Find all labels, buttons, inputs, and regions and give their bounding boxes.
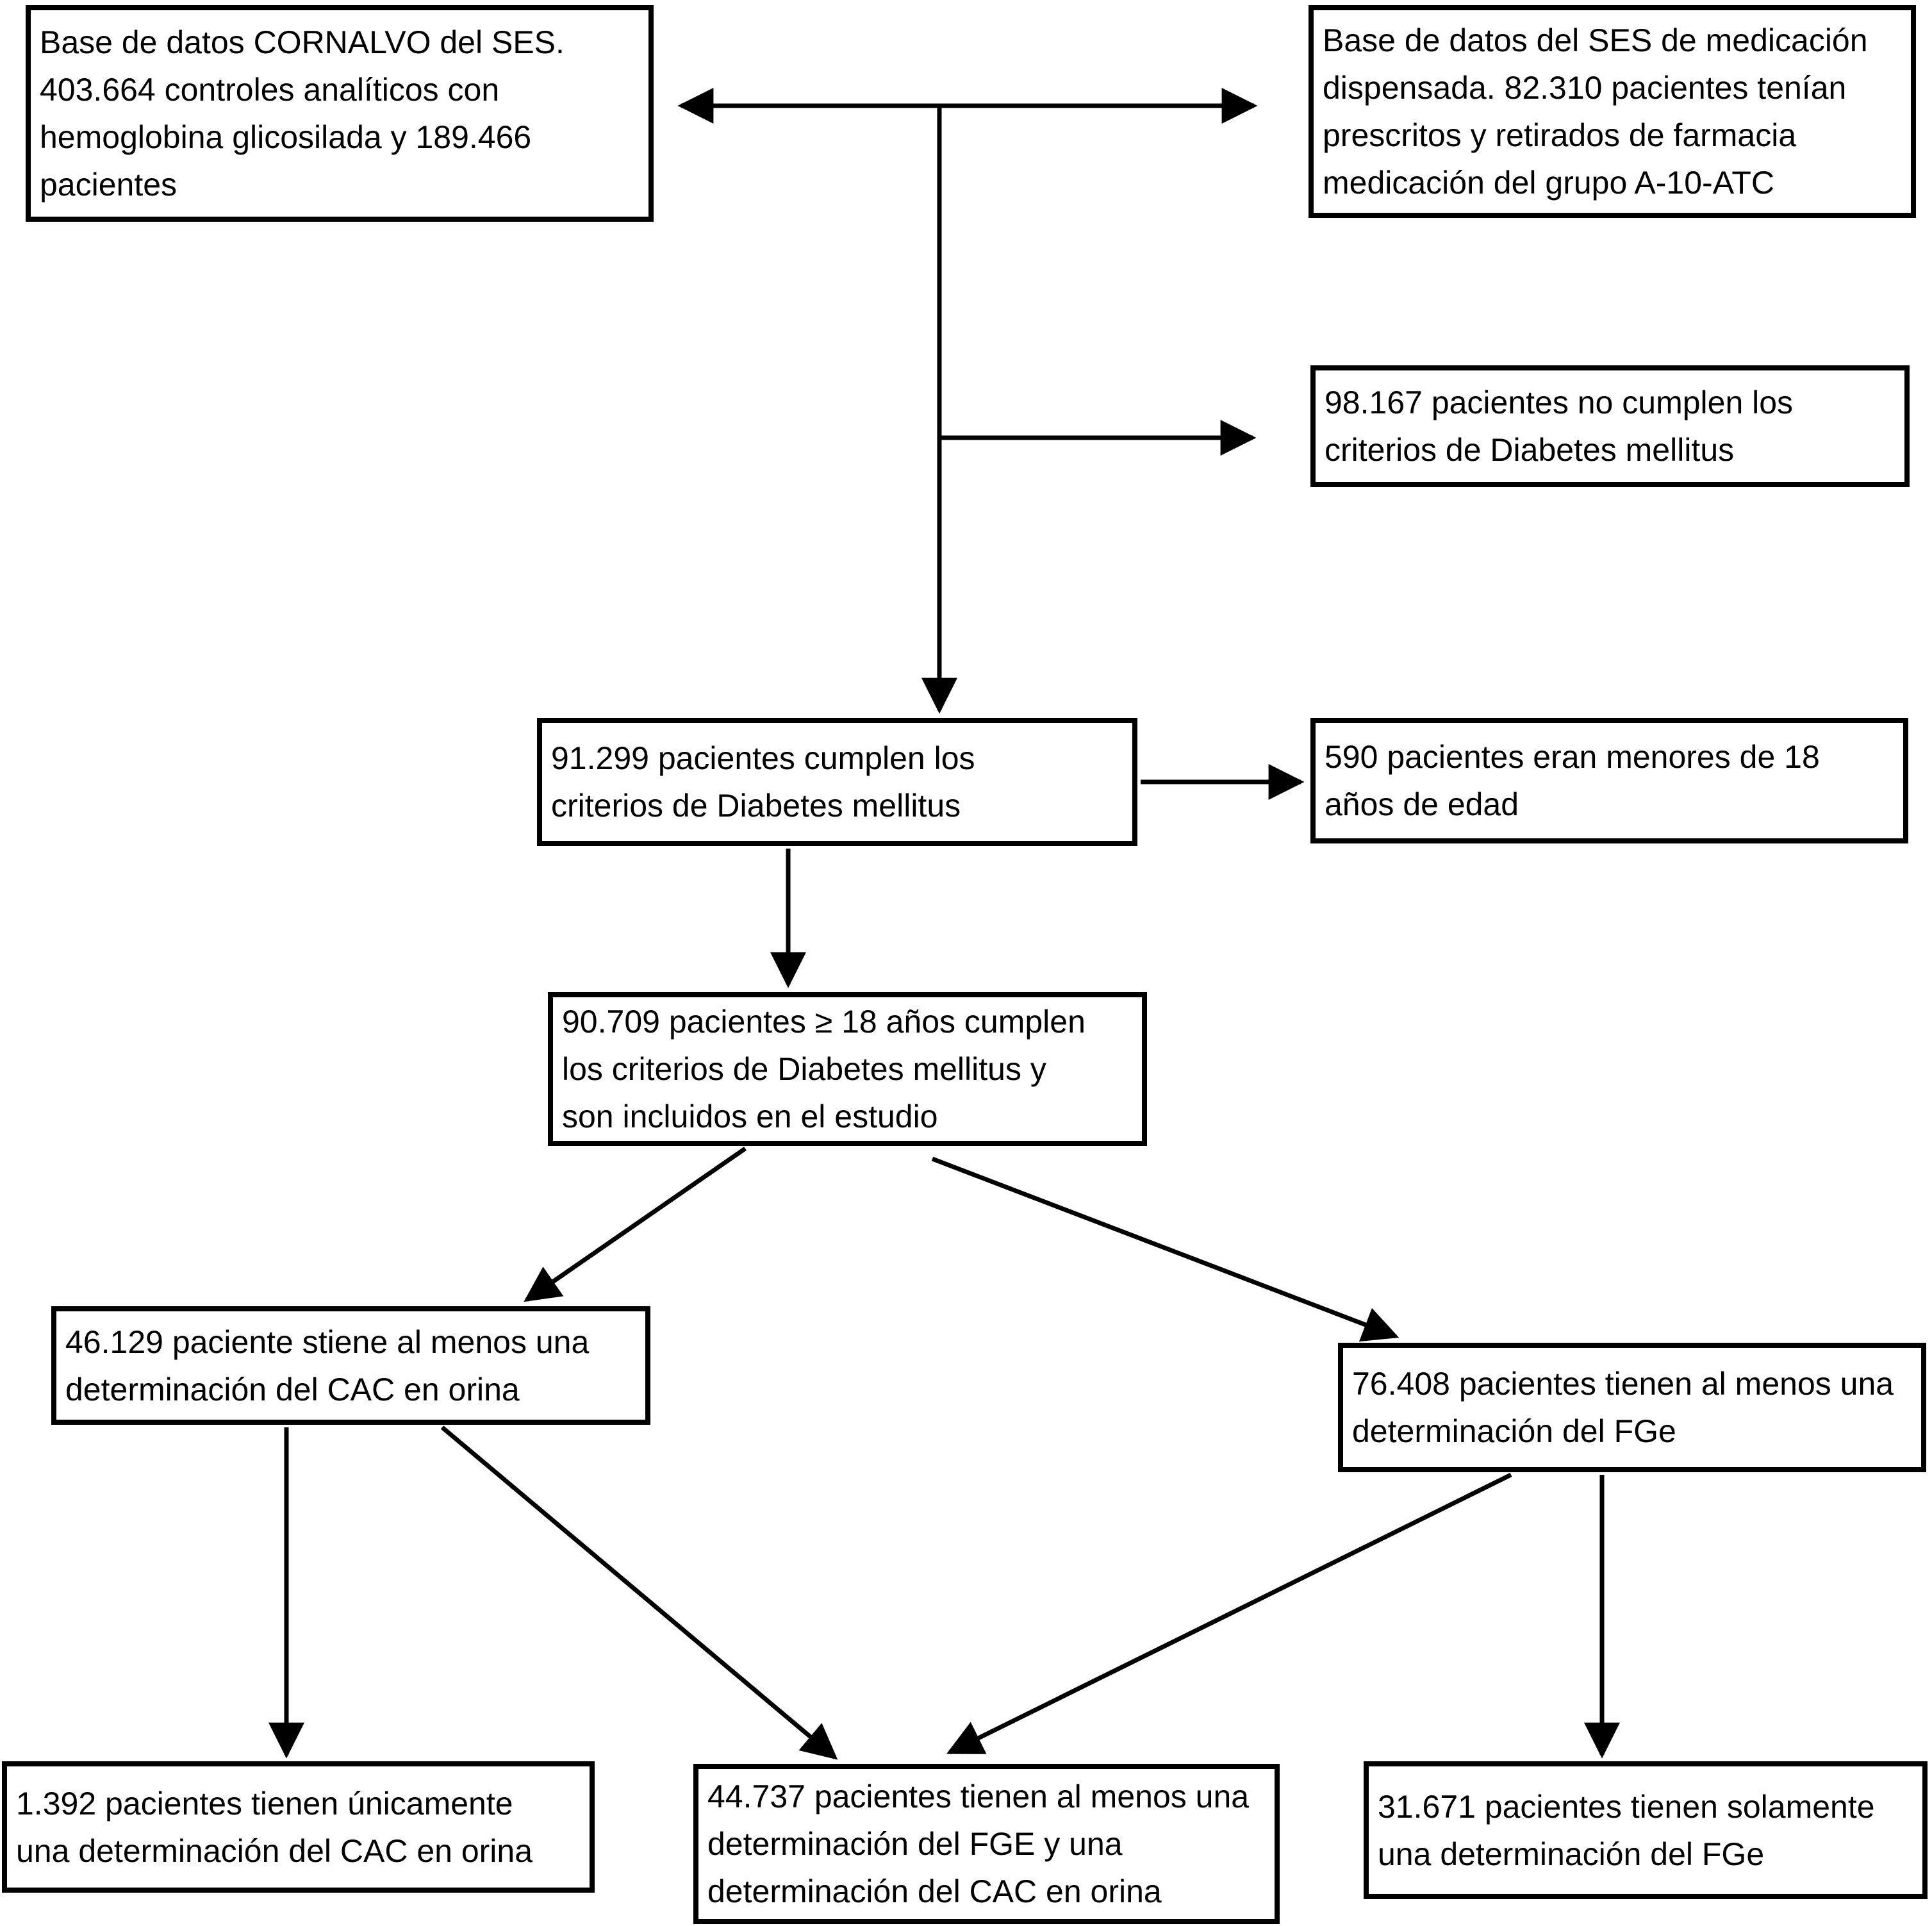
flow-box-db-cornalvo: Base de datos CORNALVO del SES. 403.664 …: [26, 5, 654, 222]
arrow-included-to-cac: [524, 1147, 747, 1302]
box-text: 1.392 pacientes tienen únicamente una de…: [16, 1785, 533, 1869]
box-text: 46.129 paciente stiene al menos una dete…: [65, 1324, 590, 1407]
flow-box-fge-y-cac: 44.737 pacientes tienen al menos una det…: [693, 1764, 1280, 1924]
box-text: 590 pacientes eran menores de 18 años de…: [1325, 739, 1820, 822]
flow-box-cumplen-criterios-dm: 91.299 pacientes cumplen los criterios d…: [537, 718, 1137, 846]
arrow-cac-to-both: [440, 1425, 838, 1760]
flow-box-excluidos-no-criterios-dm: 98.167 pacientes no cumplen los criterio…: [1310, 365, 1910, 487]
arrow-included-to-fge: [931, 1156, 1399, 1342]
box-text: 31.671 pacientes tienen solamente una de…: [1378, 1788, 1875, 1872]
flow-box-determinacion-cac: 46.129 paciente stiene al menos una dete…: [51, 1306, 650, 1425]
flow-box-db-medicacion: Base de datos del SES de medicación disp…: [1309, 5, 1916, 218]
box-text: Base de datos CORNALVO del SES. 403.664 …: [40, 24, 565, 203]
box-text: 90.709 pacientes ≥ 18 años cumplen los c…: [562, 1004, 1086, 1134]
box-text: 91.299 pacientes cumplen los criterios d…: [551, 740, 975, 824]
flow-box-solo-fge: 31.671 pacientes tienen solamente una de…: [1364, 1761, 1928, 1899]
flow-box-solo-cac: 1.392 pacientes tienen únicamente una de…: [2, 1761, 595, 1893]
flow-box-determinacion-fge: 76.408 pacientes tienen al menos una det…: [1338, 1343, 1926, 1472]
arrow-fge-to-both: [946, 1472, 1512, 1755]
flow-box-incluidos-estudio: 90.709 pacientes ≥ 18 años cumplen los c…: [548, 992, 1147, 1146]
box-text: Base de datos del SES de medicación disp…: [1323, 22, 1868, 201]
box-text: 98.167 pacientes no cumplen los criterio…: [1325, 385, 1794, 468]
flow-box-menores-18: 590 pacientes eran menores de 18 años de…: [1310, 718, 1908, 843]
box-text: 76.408 pacientes tienen al menos una det…: [1352, 1366, 1894, 1449]
box-text: 44.737 pacientes tienen al menos una det…: [707, 1779, 1250, 1909]
